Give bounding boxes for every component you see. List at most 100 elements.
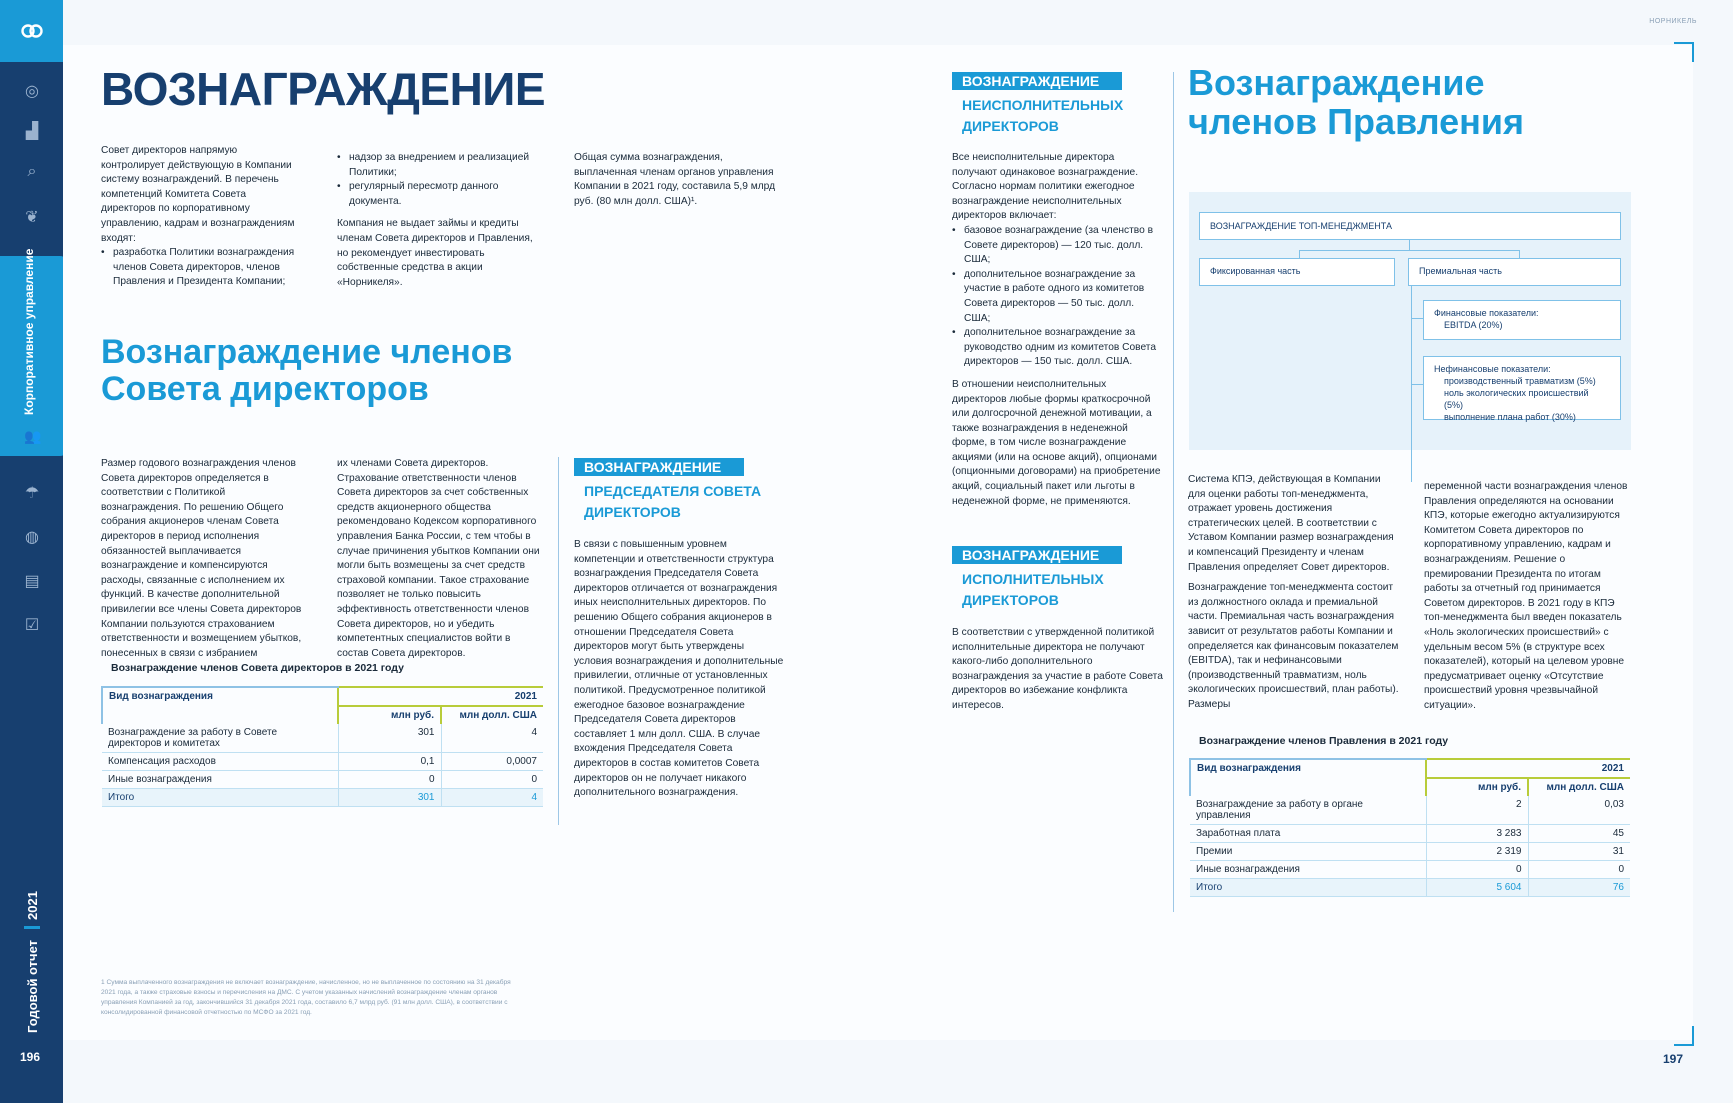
kpi-text: Вознаграждение топ-менеджмента состоит и…: [1188, 582, 1399, 710]
table-cell-rub: 301: [337, 788, 441, 807]
org-connector: [1411, 318, 1423, 319]
sidebar-divider: [24, 926, 40, 929]
org-box-financial: Финансовые показатели: EBITDA (20%): [1423, 300, 1621, 340]
kpi-text: Система КПЭ, действующая в Компании для …: [1188, 474, 1394, 573]
badge-line: ВОЗНАГРАЖДЕНИЕ: [952, 72, 1122, 90]
org-fin-item: EBITDA (20%): [1444, 320, 1503, 330]
heading-management-remuneration: Вознаграждение членов Правления: [1188, 62, 1525, 142]
table-cell-rub: 0: [337, 770, 441, 789]
board-remuneration-table: Вид вознаграждения 2021 млн руб. млн дол…: [101, 686, 543, 807]
org-box-fixed: Фиксированная часть: [1199, 258, 1395, 286]
total-remuneration-text: Общая сумма вознаграждения, выплаченная …: [574, 152, 776, 207]
checklist-icon[interactable]: ☑: [24, 617, 40, 634]
board-text: Размер годового вознаграждения членов Со…: [101, 458, 302, 659]
nornickel-logo-icon: [20, 24, 43, 38]
table-cell-rub: 2: [1425, 796, 1528, 825]
badge-line: ИСПОЛНИТЕЛЬНЫХ: [962, 571, 1104, 587]
search-icon[interactable]: ⌕: [27, 163, 37, 180]
table-cell-label: Итого: [1190, 878, 1426, 897]
corner-mark-bottom: [1674, 1026, 1694, 1046]
nonexec-intro: Все неисполнительные директора получают …: [952, 152, 1139, 222]
table-row: Заработная плата 3 283 45: [1190, 824, 1630, 843]
board-table-title: Вознаграждение членов Совета директоров …: [111, 662, 404, 674]
org-fin-title: Финансовые показатели:: [1434, 308, 1539, 318]
org-nonfin-item: производственный травматизм (5%): [1444, 376, 1596, 386]
table-row: Иные вознаграждения 0 0: [102, 770, 543, 789]
table-cell-usd: 76: [1527, 878, 1630, 897]
table-row: Иные вознаграждения 0 0: [1190, 860, 1630, 879]
org-nonfin-title: Нефинансовые показатели:: [1434, 364, 1551, 374]
org-nonfin-item: выполнение плана работ (30%): [1444, 412, 1576, 422]
table-row-total: Итого 5 604 76: [1190, 878, 1630, 897]
leaf-icon[interactable]: ❦: [25, 209, 39, 226]
kpi-text: переменной части вознаграждения членов П…: [1424, 481, 1628, 711]
table-cell-label: Компенсация расходов: [102, 752, 338, 771]
org-connector: [1519, 250, 1520, 260]
sidebar-report-title: Годовой отчет: [25, 939, 40, 1033]
table-cell-rub: 0,1: [337, 752, 441, 771]
org-box-bonus: Премиальная часть: [1408, 258, 1621, 286]
chart-icon[interactable]: ▤: [24, 573, 40, 590]
list-item: дополнительное вознаграждение за руковод…: [952, 326, 1162, 370]
heading-board-remuneration: Вознаграждение членов Совета директоров: [101, 333, 513, 408]
list-item: регулярный пересмотр данного документа.: [337, 180, 537, 209]
footnote: 1 Сумма выплаченного вознаграждения не в…: [101, 979, 511, 1016]
table-header-type: Вид вознаграждения: [1189, 758, 1426, 796]
loans-text: Компания не выдает займы и кредиты члена…: [337, 218, 533, 288]
management-remuneration-table: Вид вознаграждения 2021 млн руб. млн дол…: [1189, 758, 1630, 897]
org-connector: [1409, 240, 1410, 250]
table-cell-label: Иные вознаграждения: [102, 770, 338, 789]
tab-corporate-governance[interactable]: [0, 256, 68, 456]
table-header-unit-usd: млн долл. США: [1527, 777, 1630, 796]
table-cell-usd: 0: [440, 770, 543, 789]
table-header-year: 2021: [1425, 758, 1630, 778]
list-item: надзор за внедрением и реализацией Полит…: [337, 151, 537, 180]
table-cell-usd: 0,0007: [440, 752, 543, 771]
table-header-unit-rub: млн руб.: [337, 705, 441, 724]
factory-icon[interactable]: ▟: [25, 123, 39, 140]
table-row: Компенсация расходов 0,1 0,0007: [102, 752, 543, 771]
people-icon: 👥: [24, 428, 42, 444]
kpi-text-col2: переменной части вознаграждения членов П…: [1424, 480, 1634, 714]
list-item: разработка Политики вознаграждения члено…: [101, 246, 301, 290]
table-cell-usd: 45: [1527, 824, 1630, 843]
chairman-text-body: В связи с повышенным уровнем компетенции…: [574, 539, 784, 799]
badge-line: ДИРЕКТОРОВ: [584, 504, 681, 520]
org-box-nonfinancial: Нефинансовые показатели: производственны…: [1423, 356, 1621, 422]
sidebar-section-label: Корпоративное управление: [22, 248, 36, 415]
table-cell-rub: 2 319: [1425, 842, 1528, 861]
org-nonfin-item: ноль экологических происшествий (5%): [1444, 388, 1589, 410]
brand-label: НОРНИКЕЛЬ: [1649, 18, 1697, 25]
kpi-text-col1: Система КПЭ, действующая в Компании для …: [1188, 473, 1400, 713]
logo[interactable]: [0, 0, 63, 62]
table-cell-usd: 0: [1527, 860, 1630, 879]
org-connector: [1411, 384, 1423, 385]
chairman-text: В связи с повышенным уровнем компетенции…: [574, 538, 784, 801]
intro-col1: Совет директоров напрямую контролирует д…: [101, 144, 301, 290]
sidebar: ◎ ▟ ⌕ ❦ Корпоративное управление 👥 ☂ ◍ ▤…: [0, 0, 68, 1103]
remuneration-structure-diagram: ВОЗНАГРАЖДЕНИЕ ТОП-МЕНЕДЖМЕНТА Фиксирова…: [1189, 192, 1631, 482]
table-header-unit-usd: млн долл. США: [440, 705, 543, 724]
table-row-total: Итого 301 4: [102, 788, 543, 807]
board-text-col2: их членами Совета директоров. Страховани…: [337, 457, 543, 661]
world-icon[interactable]: ◍: [25, 529, 39, 546]
intro-text: Совет директоров напрямую контролирует д…: [101, 145, 295, 244]
table-cell-label: Премии: [1190, 842, 1426, 861]
divider-line: [1173, 72, 1174, 912]
badge-line: ДИРЕКТОРОВ: [962, 118, 1059, 134]
divider-line: [558, 457, 559, 825]
table-cell-rub: 0: [1425, 860, 1528, 879]
globe-icon[interactable]: ◎: [25, 83, 39, 100]
org-connector: [1299, 250, 1300, 260]
table-cell-usd: 4: [440, 788, 543, 807]
sidebar-year: 2021: [25, 891, 40, 920]
badge-line: ДИРЕКТОРОВ: [962, 592, 1059, 608]
nonexec-para: В отношении неисполнительных директоров …: [952, 378, 1161, 507]
table-row: Премии 2 319 31: [1190, 842, 1630, 861]
table-cell-label: Заработная плата: [1190, 824, 1426, 843]
umbrella-icon[interactable]: ☂: [24, 485, 40, 502]
list-item: базовое вознаграждение (за членство в Со…: [952, 224, 1162, 268]
table-row: Вознаграждение за работу в Совете директ…: [102, 724, 543, 753]
